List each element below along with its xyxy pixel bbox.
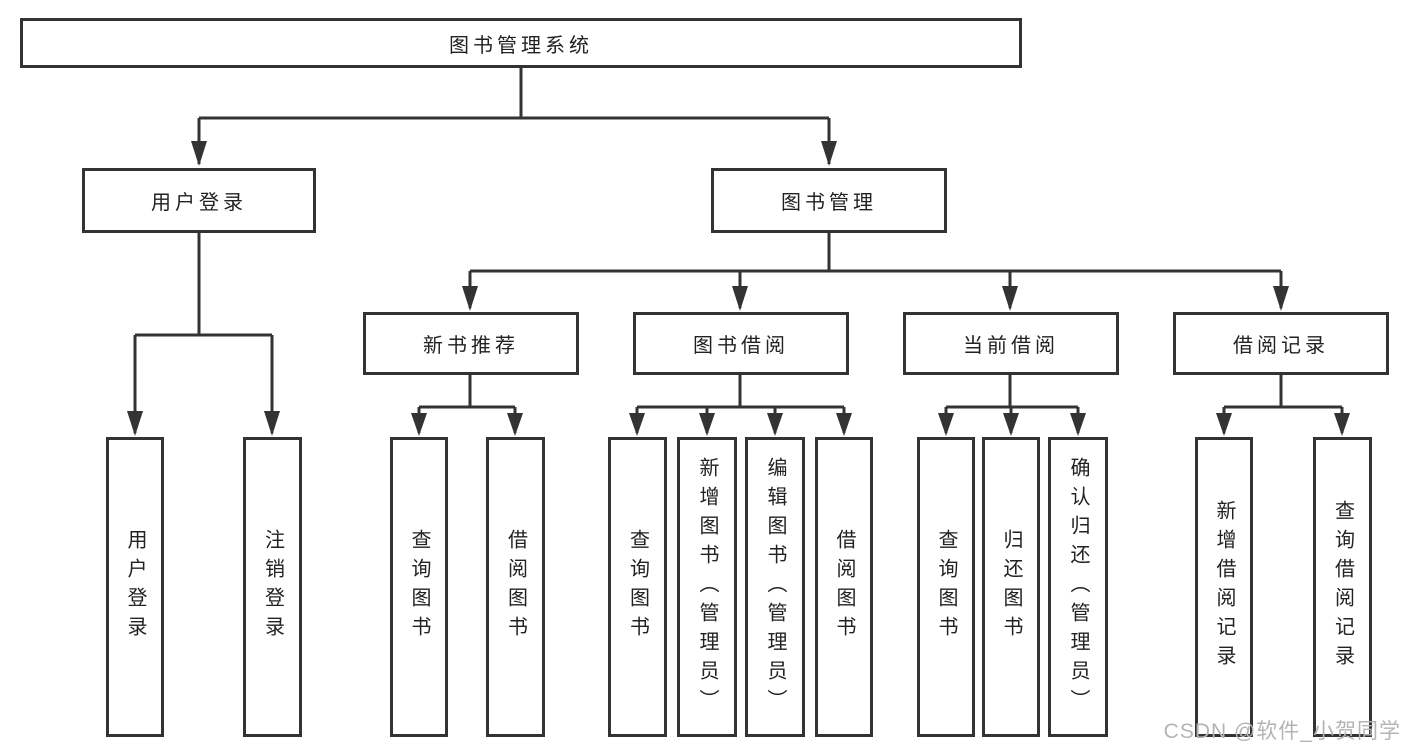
node-new-book-recommend: 新书推荐 xyxy=(363,312,579,375)
leaf-return-book: 归还图书 xyxy=(982,437,1040,737)
arrowheads-user-login-branch xyxy=(127,411,280,436)
leaf-add-book-admin-label: 新增图书（管理员） xyxy=(696,456,718,718)
node-root-system: 图书管理系统 xyxy=(20,18,1022,68)
leaf-edit-book-admin-label: 编辑图书（管理员） xyxy=(764,456,786,718)
leaf-edit-book-admin: 编辑图书（管理员） xyxy=(745,437,805,737)
leaf-confirm-return-admin-label: 确认归还（管理员） xyxy=(1067,456,1089,718)
arrowheads-level3 xyxy=(462,286,1289,311)
arrowheads-new-book-branch xyxy=(411,413,523,436)
node-book-borrow-label: 图书借阅 xyxy=(693,335,789,357)
arrowheads-current-borrow-branch xyxy=(938,413,1086,436)
connector-user-login-branch xyxy=(133,233,274,433)
connector-root-to-level2 xyxy=(197,68,831,164)
node-root-label: 图书管理系统 xyxy=(449,34,593,57)
csdn-watermark: CSDN @软件_小贺同学 xyxy=(1163,720,1401,743)
arrowheads-borrow-record-branch xyxy=(1216,413,1350,436)
node-user-login: 用户登录 xyxy=(82,168,316,233)
leaf-borrow-book-under-recommend-label: 借阅图书 xyxy=(504,529,527,645)
node-current-borrow-label: 当前借阅 xyxy=(963,335,1059,357)
leaf-borrow-book-under-recommend: 借阅图书 xyxy=(486,437,545,737)
connector-borrow-record-branch xyxy=(1222,375,1344,433)
node-borrow-record: 借阅记录 xyxy=(1173,312,1389,375)
leaf-borrow-book-under-borrow-label: 借阅图书 xyxy=(833,529,855,645)
node-book-borrow: 图书借阅 xyxy=(633,312,849,375)
leaf-query-book-under-current: 查询图书 xyxy=(917,437,975,737)
connector-new-book-branch xyxy=(417,375,517,433)
node-borrow-record-label: 借阅记录 xyxy=(1233,335,1329,357)
leaf-add-borrow-record-label: 新增借阅记录 xyxy=(1213,500,1235,674)
leaf-query-book-under-recommend: 查询图书 xyxy=(390,437,448,737)
node-book-management: 图书管理 xyxy=(711,168,947,233)
node-current-borrow: 当前借阅 xyxy=(903,312,1119,375)
connector-book-management-branch xyxy=(468,233,1283,308)
leaf-query-book-under-borrow-label: 查询图书 xyxy=(626,529,649,645)
leaf-user-login-label: 用户登录 xyxy=(124,529,146,645)
node-user-login-label: 用户登录 xyxy=(151,192,247,214)
leaf-add-borrow-record: 新增借阅记录 xyxy=(1195,437,1253,737)
leaf-user-login: 用户登录 xyxy=(106,437,164,737)
arrowheads-book-borrow-branch xyxy=(629,413,852,436)
leaf-add-book-admin: 新增图书（管理员） xyxy=(677,437,737,737)
node-book-management-label: 图书管理 xyxy=(781,192,877,214)
leaf-query-book-under-current-label: 查询图书 xyxy=(935,529,957,645)
leaf-query-borrow-record: 查询借阅记录 xyxy=(1313,437,1372,737)
leaf-logout-login-label: 注销登录 xyxy=(261,529,284,645)
leaf-query-borrow-record-label: 查询借阅记录 xyxy=(1331,500,1354,674)
leaf-logout-login: 注销登录 xyxy=(243,437,302,737)
leaf-query-book-under-borrow: 查询图书 xyxy=(608,437,667,737)
leaf-query-book-under-recommend-label: 查询图书 xyxy=(408,529,430,645)
leaf-return-book-label: 归还图书 xyxy=(1000,529,1022,645)
node-new-book-recommend-label: 新书推荐 xyxy=(423,335,519,357)
leaf-borrow-book-under-borrow: 借阅图书 xyxy=(815,437,873,737)
arrowheads-level2 xyxy=(191,141,837,166)
leaf-confirm-return-admin: 确认归还（管理员） xyxy=(1048,437,1108,737)
connector-book-borrow-branch xyxy=(635,375,846,433)
